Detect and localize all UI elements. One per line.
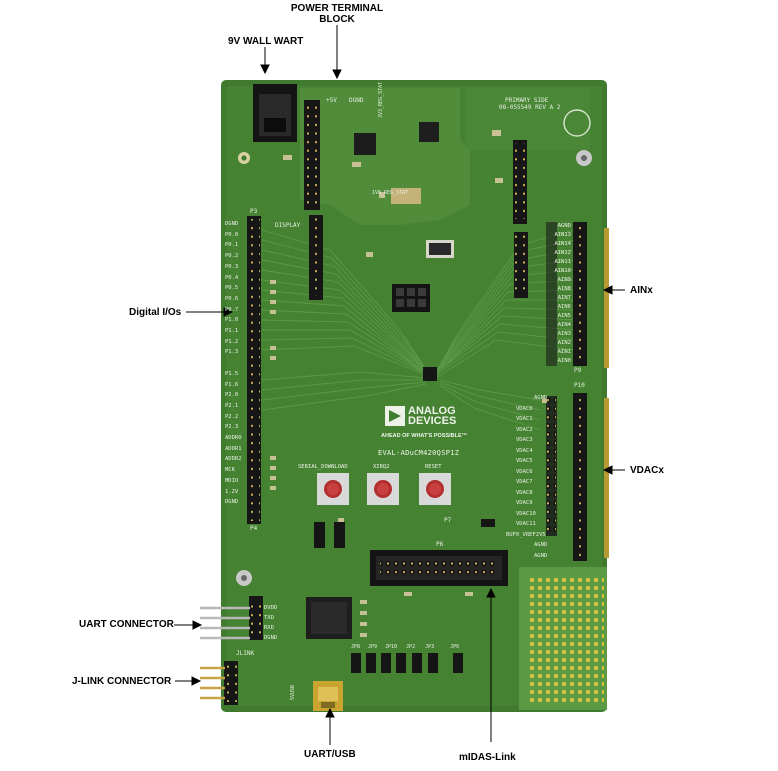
callout-uart-usb: UART/USB	[304, 749, 356, 760]
jlink-pins	[200, 666, 225, 700]
callout-arrows	[174, 25, 625, 745]
callout-vdacx: VDACx	[630, 465, 664, 476]
prototyping-area	[519, 567, 607, 710]
dc-barrel-jack	[253, 84, 297, 142]
callout-uart-connector: UART CONNECTOR	[79, 619, 174, 630]
callout-jlink-connector: J-LINK CONNECTOR	[72, 676, 172, 687]
callout-power-terminal-block: POWER TERMINAL BLOCK	[290, 3, 384, 25]
midas-link-connector	[370, 550, 508, 586]
callout-9v-wall-wart: 9V WALL WART	[228, 36, 304, 47]
callout-digital-ios: Digital I/Os	[129, 307, 182, 318]
jumper-row	[351, 653, 463, 673]
pcb-traces	[261, 229, 576, 431]
mcu-chip	[423, 367, 437, 381]
pushbuttons	[317, 473, 451, 505]
usb-connector	[313, 681, 343, 711]
callout-ainx: AINx	[630, 285, 653, 296]
analog-devices-logo	[385, 406, 405, 426]
uart-pins	[200, 606, 250, 640]
callout-midas-link: mIDAS-Link	[459, 752, 516, 763]
